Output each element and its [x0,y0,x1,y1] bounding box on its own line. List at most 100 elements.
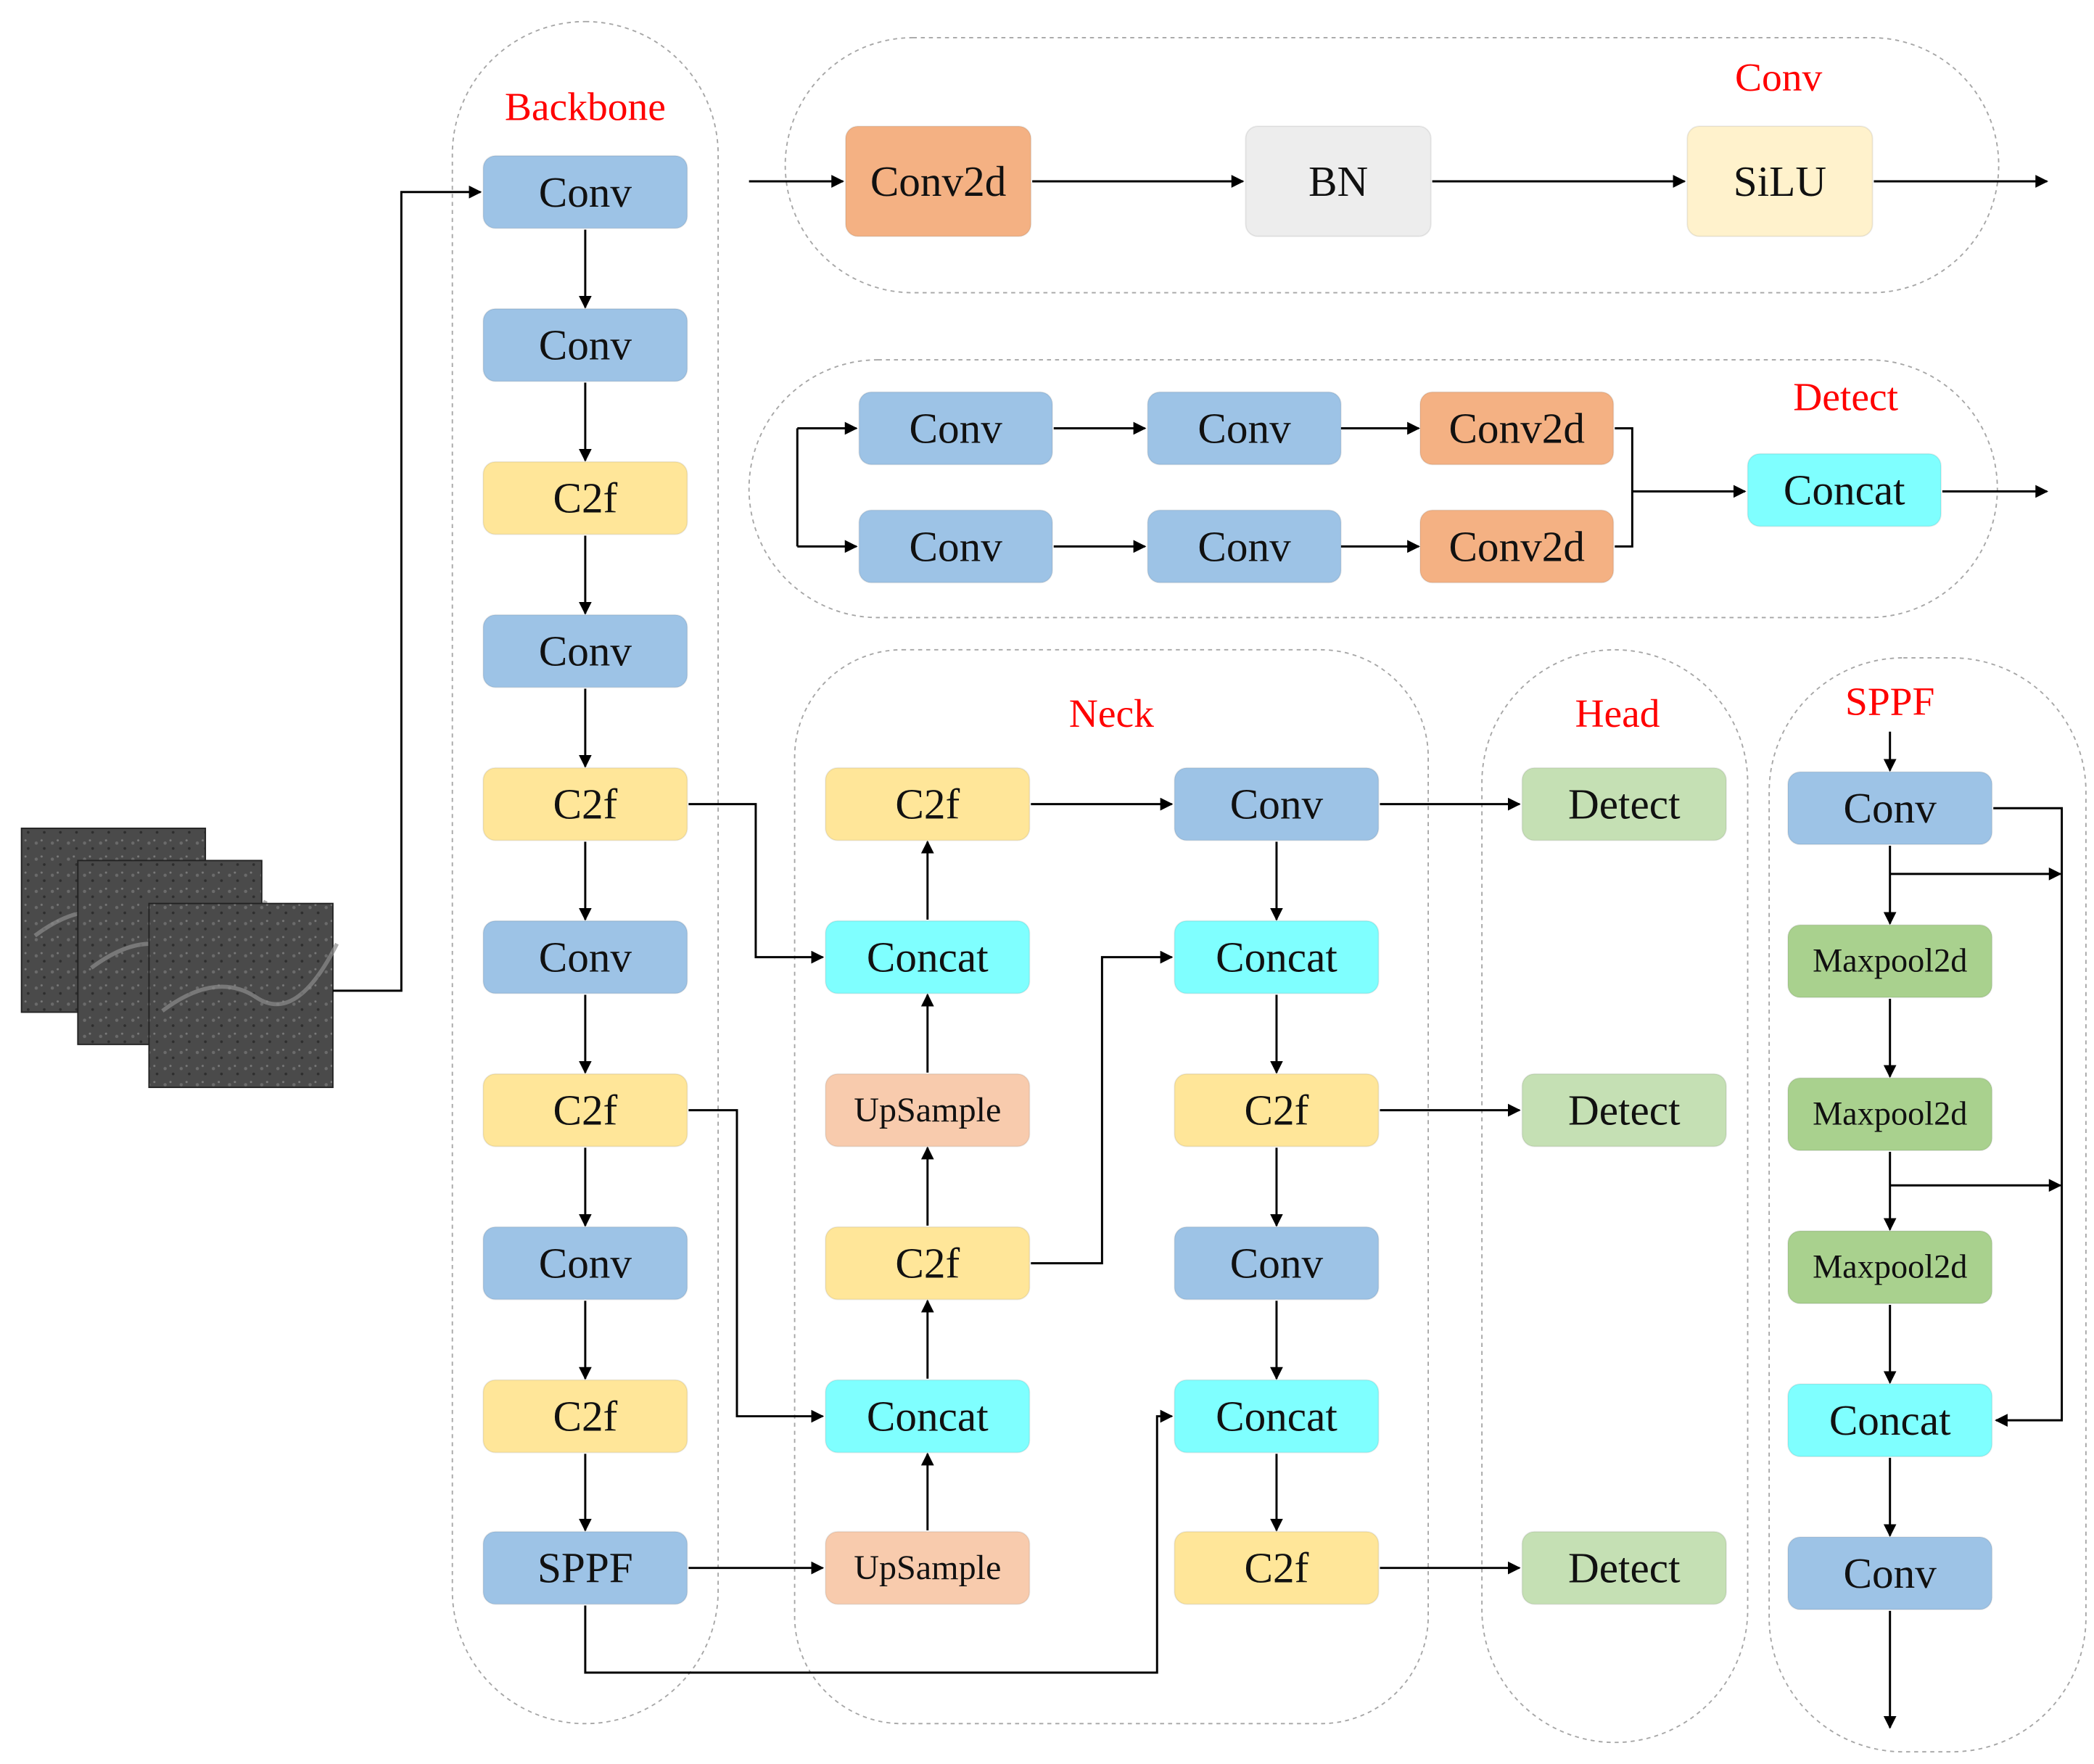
detect-block-concat-label: Concat [1784,466,1905,514]
conv-block-node-conv2d-box [844,125,1032,237]
neck-right-node-4-conv-label: Conv [1230,1240,1324,1287]
head-node-3-detect: Detect [1521,1530,1727,1605]
head-node-1-detect: Detect [1521,767,1727,841]
head-node-2-detect-label: Detect [1568,1087,1681,1134]
detect-block-row1-3-conv2d-label: Conv2d [1448,404,1585,452]
sppf-block-node-5-concat-box [1787,1383,1993,1457]
detect-block-row2-2-conv: Conv [1147,509,1342,584]
sppf-block-node-4-maxpool2d-box [1787,1230,1993,1305]
connector-arrow-25 [688,803,825,964]
conv-block-node-bn: BN [1245,125,1432,237]
detect-block-row1-2-conv-box [1147,391,1342,466]
neck-left-node-4-c2f-label: C2f [895,1240,960,1287]
sppf-block-node-6-conv-box [1787,1536,1993,1610]
sppf-block-node-2-maxpool2d-label: Maxpool2d [1813,943,1967,980]
backbone-node-3-c2f: C2f [482,461,688,535]
backbone-group-border [451,20,720,1725]
backbone-node-4-conv: Conv [482,614,688,688]
backbone-node-2-conv: Conv [482,308,688,382]
head-node-2-detect: Detect [1521,1073,1727,1147]
conv-block-node-silu: SiLU [1686,125,1874,237]
conv-block-node-conv2d: Conv2d [844,125,1032,237]
backbone-node-6-conv: Conv [482,920,688,994]
neck-left-node-5-concat-label: Concat [867,1393,989,1441]
detect-block-row2-3-conv2d-box [1419,509,1615,584]
connector-arrow-35 [1031,950,1174,1265]
detect-block-row1-3-conv2d: Conv2d [1419,391,1615,466]
neck-right-node-1-conv: Conv [1174,767,1380,841]
conv-block-node-bn-box [1245,125,1432,237]
conv-block-node-bn-label: BN [1308,157,1368,205]
conv-block-node-silu-label: SiLU [1734,157,1826,205]
sppf-block-node-6-conv: Conv [1787,1536,1993,1610]
neck-left-node-5-concat: Concat [825,1379,1031,1454]
detect-block-row1-1-conv-box [858,391,1053,466]
backbone-node-1-conv-box [482,154,688,229]
detect-block-concat-box [1747,453,1942,527]
neck-left-node-4-c2f-box [825,1226,1031,1301]
backbone-node-2-conv-label: Conv [539,321,632,369]
detect-block-row2-3-conv2d-label: Conv2d [1448,522,1585,570]
input-image-stack-icon [20,828,339,1089]
backbone-node-9-c2f-label: C2f [553,1393,617,1441]
neck-right-node-5-concat-box [1174,1379,1380,1454]
sppf-block-node-2-maxpool2d-box [1787,924,1993,999]
head-node-3-detect-box [1521,1530,1727,1605]
backbone-node-1-conv: Conv [482,154,688,229]
sppf-block-node-3-maxpool2d: Maxpool2d [1787,1077,1993,1152]
sppf-block-node-4-maxpool2d: Maxpool2d [1787,1230,1993,1305]
backbone-node-3-c2f-label: C2f [553,474,617,522]
neck-right-node-2-concat-label: Concat [1216,933,1337,981]
detect-block-row1-3-conv2d-box [1419,391,1615,466]
backbone-node-2-conv-box [482,308,688,382]
neck-left-node-6-upsample-box [825,1530,1031,1605]
conv-block-node-conv2d-label: Conv2d [870,157,1007,205]
neck-left-node-6-upsample-label: UpSample [854,1549,1001,1587]
neck-right-node-2-concat-box [1174,920,1380,994]
backbone-node-8-conv-label: Conv [539,1240,632,1287]
sppf-group-border [1768,657,2087,1753]
backbone-node-9-c2f: C2f [482,1379,688,1454]
conv-block-node-silu-box [1686,125,1874,237]
neck-right-node-1-conv-box [1174,767,1380,841]
neck-left-node-3-upsample: UpSample [825,1073,1031,1147]
neck-right-node-5-concat: Concat [1174,1379,1380,1454]
detect-group-title: Detect [1793,375,1898,419]
sppf-block-node-5-concat-label: Concat [1829,1396,1951,1444]
backbone-node-4-conv-label: Conv [539,627,632,675]
backbone-node-1-conv-label: Conv [539,168,632,216]
neck-right-node-4-conv: Conv [1174,1226,1380,1301]
sppf-block-node-3-maxpool2d-box [1787,1077,1993,1152]
head-node-1-detect-label: Detect [1568,780,1681,828]
head-node-2-detect-box [1521,1073,1727,1147]
detect-block-row1-1-conv: Conv [858,391,1053,466]
backbone-node-7-c2f: C2f [482,1073,688,1147]
neck-right-node-3-c2f-box [1174,1073,1380,1147]
head-group-title: Head [1575,692,1660,736]
conv-group-title: Conv [1735,56,1823,100]
backbone-node-6-conv-box [482,920,688,994]
neck-right-node-6-c2f: C2f [1174,1530,1380,1605]
sppf-block-node-1-conv-label: Conv [1844,784,1937,832]
neck-left-node-2-concat-label: Concat [867,933,989,981]
neck-right-node-6-c2f-label: C2f [1245,1544,1309,1592]
neck-left-node-1-c2f-label: C2f [895,780,960,828]
neck-right-node-6-c2f-box [1174,1530,1380,1605]
sppf-block-node-4-maxpool2d-label: Maxpool2d [1813,1249,1967,1286]
neck-left-node-1-c2f: C2f [825,767,1031,841]
neck-right-node-2-concat: Concat [1174,920,1380,994]
backbone-node-10-sppf: SPPF [482,1530,688,1605]
neck-left-node-3-upsample-label: UpSample [854,1091,1001,1129]
neck-left-node-3-upsample-box [825,1073,1031,1147]
detect-block-concat: Concat [1747,453,1942,527]
backbone-node-5-c2f-label: C2f [553,780,617,828]
neck-group-title: Neck [1069,692,1154,736]
neck-right-node-4-conv-box [1174,1226,1380,1301]
backbone-node-5-c2f-box [482,767,688,841]
backbone-node-4-conv-box [482,614,688,688]
backbone-node-7-c2f-box [482,1073,688,1147]
connector-arrow-22 [1615,427,1633,548]
input-image-crack-icon [161,942,339,1013]
neck-left-node-5-concat-box [825,1379,1031,1454]
